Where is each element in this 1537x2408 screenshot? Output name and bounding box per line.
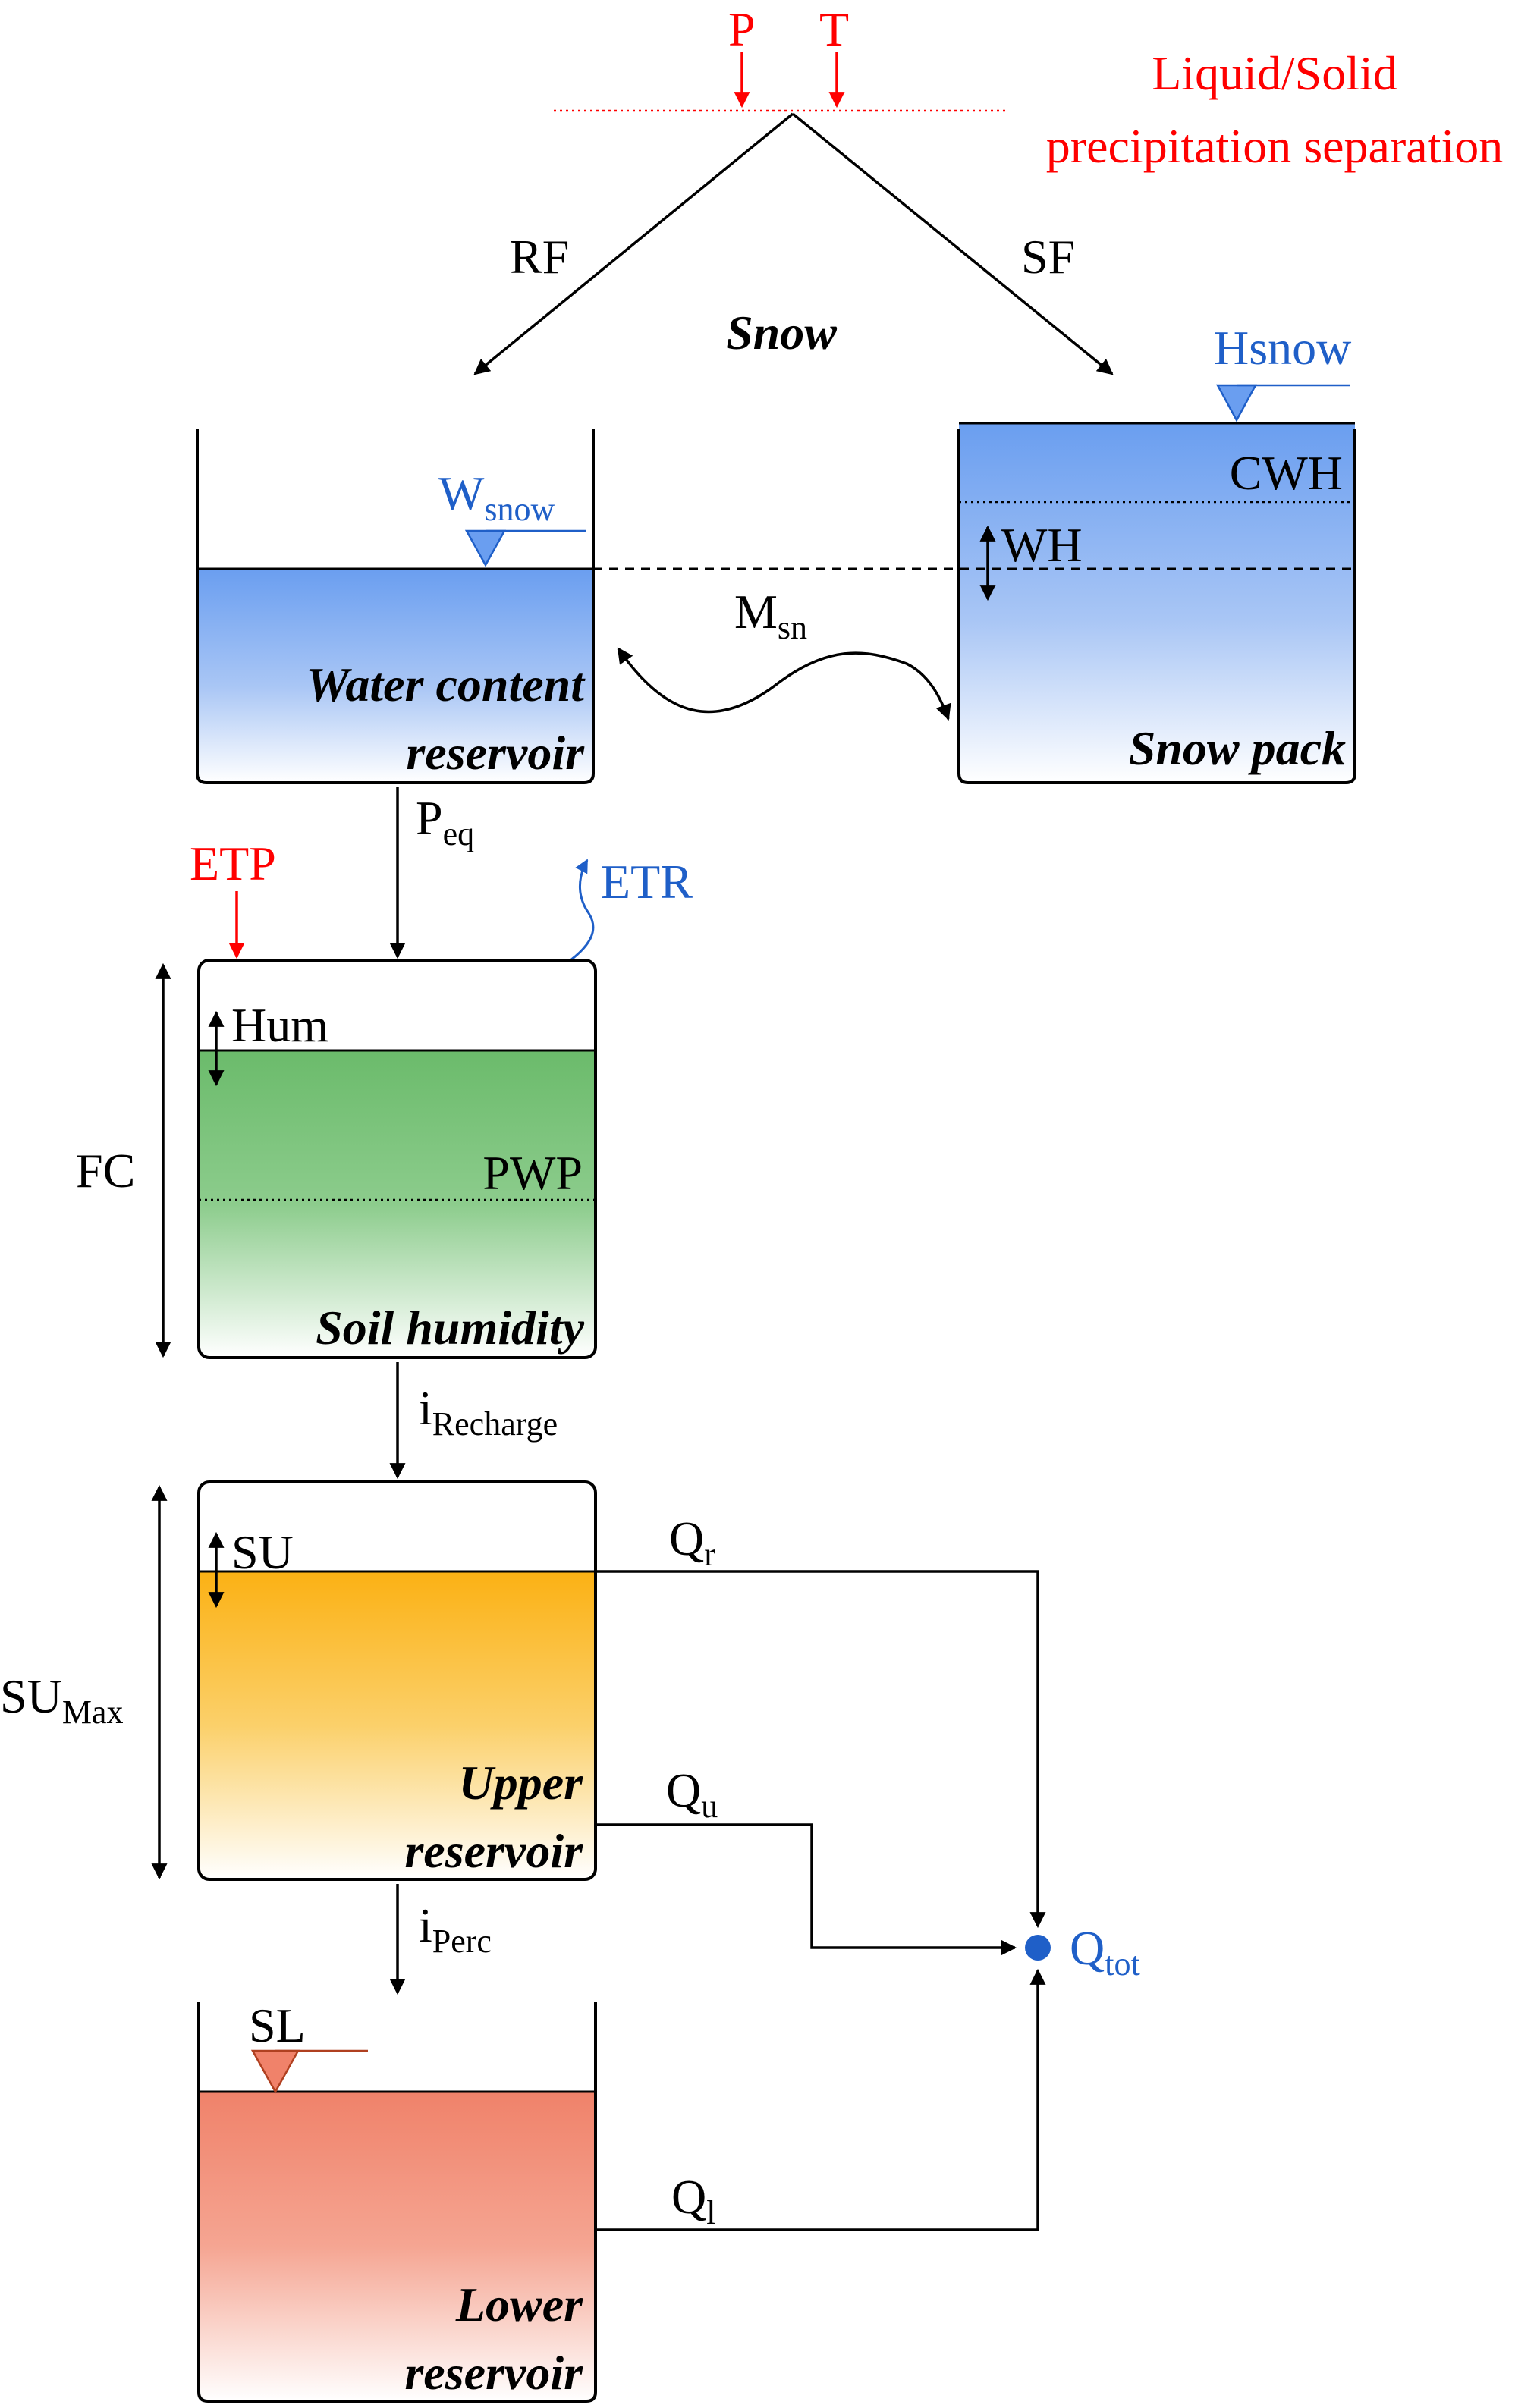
pwp-label: PWP <box>482 1146 583 1200</box>
etp-label: ETP <box>190 837 276 890</box>
qu-label: Qu <box>666 1763 718 1825</box>
sl-level-marker <box>250 2049 300 2094</box>
perc-sub: Perc <box>432 1923 492 1960</box>
qtot-sub: tot <box>1105 1945 1139 1983</box>
outflows: Qr Qu Ql Qtot <box>596 1512 1140 2231</box>
water-content-label-line1: Water content <box>306 658 586 711</box>
peq-sub: eq <box>443 815 475 852</box>
precip-label: P <box>728 2 756 56</box>
soil-humidity-reservoir: Hum PWP Soil humidity FC <box>76 959 597 1359</box>
wh-label: WH <box>1001 518 1083 572</box>
qtot-node <box>1025 1935 1051 1961</box>
upper-box <box>197 1480 597 1881</box>
snowfall-label: SF <box>1021 230 1075 284</box>
upper-fill <box>199 1571 596 1879</box>
separation-text-line2: precipitation separation <box>1046 119 1503 173</box>
snow-section-title: Snow <box>726 306 837 359</box>
melt-arrow <box>617 647 951 721</box>
recharge-flow: iRecharge <box>389 1362 558 1480</box>
water-level-main: W <box>438 466 485 520</box>
water-level-marker <box>464 529 507 567</box>
melt-label: Msn <box>734 585 807 646</box>
qr-main: Q <box>669 1512 704 1565</box>
rainfall-label: RF <box>510 230 569 284</box>
perc-main: i <box>419 1898 432 1952</box>
soil-label: Soil humidity <box>316 1301 584 1355</box>
qu-arrow <box>596 1823 1017 1956</box>
qtot-main: Q <box>1070 1921 1105 1975</box>
soil-box <box>197 959 597 1359</box>
ql-sub: l <box>706 2194 715 2231</box>
snow-pack-reservoir: Hsnow CWH WH Snow pack <box>957 321 1356 784</box>
upper-label-line2: reservoir <box>404 1824 583 1878</box>
ql-main: Q <box>671 2170 706 2224</box>
qr-label: Qr <box>669 1512 715 1573</box>
evapotranspiration: ETP ETR <box>190 837 693 962</box>
sumax-label: SUMax <box>0 1669 123 1731</box>
upper-reservoir: SU Upper reservoir SUMax <box>0 1480 597 1881</box>
recharge-main: i <box>419 1381 432 1435</box>
lower-reservoir: SL Lower reservoir <box>197 1998 597 2403</box>
hum-label: Hum <box>231 998 328 1052</box>
water-level-label: Wsnow <box>438 466 555 528</box>
lower-label-line1: Lower <box>455 2278 583 2331</box>
sumax-main: SU <box>0 1669 62 1723</box>
separation-text-line1: Liquid/Solid <box>1152 46 1397 100</box>
lower-fill <box>199 2092 596 2401</box>
perc-label: iPerc <box>419 1898 492 1960</box>
etr-label: ETR <box>601 855 693 909</box>
recharge-sub: Recharge <box>432 1405 558 1443</box>
inputs-group: P T Liquid/Solid precipitation separatio… <box>554 2 1503 173</box>
cwh-label: CWH <box>1230 446 1343 500</box>
snow-pack-label: Snow pack <box>1129 721 1346 775</box>
qu-main: Q <box>666 1763 701 1817</box>
su-label: SU <box>231 1525 294 1579</box>
ql-label: Ql <box>671 2170 715 2231</box>
qr-arrow <box>596 1570 1046 1929</box>
snow-pack-fill <box>959 423 1355 783</box>
water-level-sub: snow <box>484 491 555 528</box>
fc-label: FC <box>76 1144 135 1198</box>
sl-label: SL <box>249 1998 306 2052</box>
water-content-label-line2: reservoir <box>406 726 585 780</box>
recharge-label: iRecharge <box>419 1381 558 1443</box>
qr-sub: r <box>704 1536 715 1573</box>
melt-sub: sn <box>778 609 807 646</box>
melt-exchange: Msn <box>617 585 951 721</box>
soil-fill <box>199 1050 596 1358</box>
upper-label-line1: Upper <box>458 1756 583 1810</box>
temp-label: T <box>819 2 849 56</box>
water-content-walls <box>196 429 595 784</box>
snowfall-arrow <box>791 112 1114 375</box>
peq-label: Peq <box>416 791 474 852</box>
peq-main: P <box>416 791 443 845</box>
rainfall-arrow <box>473 112 794 375</box>
snow-level-marker <box>1215 384 1258 422</box>
ql-arrow <box>596 1968 1046 2231</box>
water-content-fill <box>197 569 593 783</box>
percolation-flow: iPerc <box>389 1884 492 1995</box>
qtot-label: Qtot <box>1070 1921 1140 1983</box>
snow-pack-walls <box>957 429 1356 784</box>
lower-label-line2: reservoir <box>404 2346 583 2400</box>
sumax-sub: Max <box>62 1694 124 1731</box>
peq-flow: Peq <box>389 787 474 959</box>
snow-level-label: Hsnow <box>1214 321 1351 375</box>
melt-main: M <box>734 585 778 639</box>
lower-walls <box>197 2002 597 2403</box>
branch-group: RF SF Snow <box>473 112 1114 375</box>
qu-sub: u <box>701 1788 718 1825</box>
etr-arrow <box>570 859 595 962</box>
water-content-reservoir: Wsnow Water content reservoir <box>196 429 595 784</box>
